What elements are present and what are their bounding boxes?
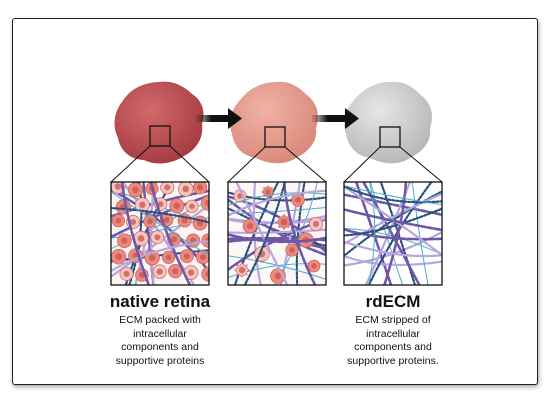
cell-nucleus: [115, 253, 122, 261]
collagen-fiber: [344, 208, 442, 232]
cell-nucleus: [265, 189, 271, 195]
native-retina-desc-line-4: supportive proteins: [115, 354, 205, 367]
cell: [200, 195, 209, 211]
cell-nucleus: [132, 186, 139, 194]
elastin-fiber: [344, 240, 442, 258]
collagen-fiber: [228, 233, 326, 244]
fibronectin-fiber: [228, 192, 326, 206]
collagen-fiber: [282, 182, 317, 285]
cell-nucleus: [311, 263, 317, 269]
laminin-fiber: [344, 184, 442, 204]
cell-nucleus: [148, 254, 156, 261]
laminin-fiber: [243, 182, 287, 285]
fibronectin-fiber: [369, 182, 404, 285]
cell-nucleus: [165, 254, 172, 261]
native-retina-panel-border: [110, 181, 210, 286]
rdecm-desc-line-1: ECM stripped of: [355, 314, 431, 326]
cell-nucleus: [182, 185, 190, 193]
rdecm-zoom-panel: [344, 182, 442, 285]
intermediate-zoom-panel: [228, 182, 326, 285]
cell-nucleus: [196, 184, 204, 191]
elastin-fiber: [344, 192, 442, 246]
cell-nucleus: [238, 266, 246, 274]
native-retina-inset-marker: [149, 125, 171, 147]
rdecm-tissue: [344, 81, 432, 164]
fibronectin-fiber: [111, 191, 209, 256]
laminin-fiber: [228, 191, 326, 202]
elastin-fiber: [344, 185, 442, 257]
cell-nucleus: [199, 254, 207, 261]
native-retina-desc-line-2: intracellular: [133, 327, 187, 340]
zoom-lines: [110, 145, 443, 183]
cell-nucleus: [274, 272, 282, 280]
process-arrow-1: [196, 108, 242, 129]
cell-nucleus: [115, 217, 122, 224]
cell-nucleus: [147, 218, 153, 225]
intermediate-tissue: [230, 81, 318, 164]
cell-nucleus: [139, 201, 146, 209]
collagen-fiber: [228, 238, 326, 251]
cell-nucleus: [164, 184, 171, 191]
native-retina-desc-line-1: ECM packed with: [119, 314, 201, 326]
laminin-fiber: [111, 207, 209, 224]
cell-nucleus: [157, 201, 164, 207]
cell-nucleus: [183, 253, 190, 260]
cell-nucleus: [189, 203, 195, 210]
cell-nucleus: [156, 268, 163, 275]
fibronectin-fiber: [344, 228, 442, 255]
process-arrow-2: [312, 108, 359, 129]
rdecm-description: ECM stripped of intracellular components…: [313, 314, 473, 368]
native-retina-desc-line-3: components and: [121, 341, 199, 353]
collagen-fiber: [149, 182, 192, 285]
cell-nucleus: [163, 217, 170, 223]
native-retina-title: native retina: [109, 292, 211, 311]
cell-nucleus: [121, 237, 128, 244]
elastin-fiber: [228, 189, 326, 217]
collagen-fiber: [111, 188, 209, 275]
elastin-fiber: [111, 240, 209, 273]
cell-nucleus: [205, 270, 209, 278]
collagen-fiber: [111, 194, 209, 239]
elastin-fiber: [235, 182, 289, 285]
native-retina-zoom-panel: [111, 182, 209, 285]
cell-nucleus: [280, 218, 288, 226]
fibronectin-fiber: [368, 182, 376, 285]
cell-nucleus: [172, 268, 179, 275]
rdecm-desc-line-4: supportive proteins.: [347, 354, 439, 367]
cell-nucleus: [295, 197, 301, 203]
cell-nucleus: [123, 270, 130, 277]
collagen-fiber: [344, 227, 442, 241]
cell-nucleus: [313, 221, 319, 227]
fibronectin-fiber: [411, 182, 429, 285]
rdecm-desc-line-2: intracellular: [366, 327, 420, 340]
laminin-fiber: [379, 182, 417, 285]
native-retina-tissue: [114, 81, 204, 164]
cell-nucleus: [173, 202, 181, 210]
elastin-fiber: [344, 254, 442, 267]
cell-nucleus: [114, 183, 122, 190]
cell-nucleus: [130, 218, 137, 225]
cell-nucleus: [181, 217, 188, 224]
cell-nucleus: [205, 199, 209, 207]
native-retina-description: ECM packed with intracellular components…: [80, 314, 240, 368]
cell-nucleus: [289, 247, 295, 253]
fibronectin-fiber: [344, 185, 442, 206]
rdecm-title: rdECM: [365, 292, 421, 311]
cell-nucleus: [246, 222, 254, 230]
cell-nucleus: [187, 269, 195, 276]
cell-nucleus: [154, 234, 161, 241]
laminin-fiber: [344, 207, 442, 237]
cell-nucleus: [137, 235, 145, 242]
rdecm-desc-line-3: components and: [354, 341, 432, 353]
intermediate-panel-border: [227, 181, 327, 286]
rdecm-panel-border: [343, 181, 443, 286]
intermediate-inset-marker: [264, 126, 286, 148]
collagen-fiber: [361, 182, 421, 285]
collagen-fiber: [120, 182, 151, 285]
laminin-fiber: [295, 182, 306, 285]
collagen-fiber: [383, 182, 408, 285]
cell-nucleus: [171, 236, 178, 243]
rdecm-inset-marker: [379, 126, 401, 148]
